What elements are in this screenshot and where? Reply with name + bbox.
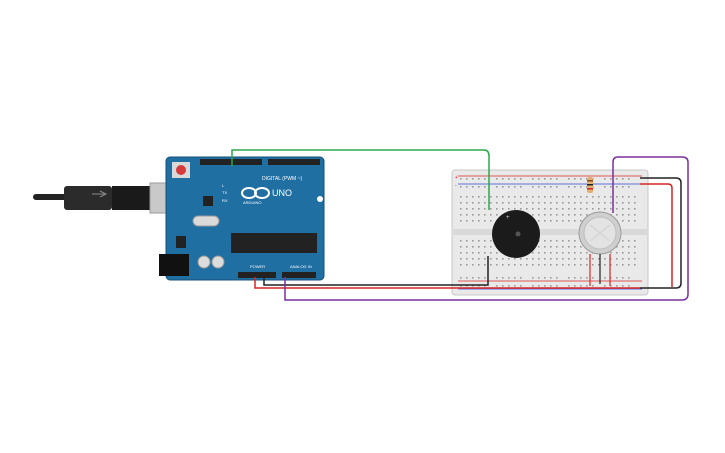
wire-red-arduino	[254, 277, 640, 289]
svg-text:+: +	[506, 215, 510, 221]
mounting-hole	[317, 196, 323, 202]
wire-black-arduino	[263, 256, 489, 286]
capacitor-2	[211, 255, 225, 269]
brand-label: ARDUINO	[243, 200, 261, 205]
capacitor-1	[197, 255, 211, 269]
usb-cable[interactable]	[33, 182, 187, 214]
resistor[interactable]	[587, 177, 593, 193]
atmega-chip	[231, 233, 317, 253]
power-label: POWER	[250, 264, 265, 269]
piezo-buzzer[interactable]: +	[492, 210, 540, 258]
analog-label: ANALOG IN	[290, 264, 312, 269]
breadboard[interactable]: + -	[451, 169, 649, 296]
small-chip	[203, 196, 213, 206]
arduino-uno[interactable]: DIGITAL (PWM ~) TX RX L ARDUINO UNO POWE…	[159, 156, 325, 281]
breadboard-holes	[460, 178, 636, 287]
crystal	[192, 215, 220, 227]
rail-plus-label: +	[455, 175, 458, 181]
power-jack[interactable]	[159, 254, 189, 276]
rx-label: RX	[222, 198, 228, 203]
gas-sensor[interactable]	[578, 211, 622, 255]
l-label: L	[222, 183, 225, 188]
arduino-logo: ARDUINO UNO	[241, 187, 292, 205]
digital-label: DIGITAL (PWM ~)	[262, 176, 302, 182]
wire-purple-arduino	[284, 156, 689, 301]
tx-label: TX	[222, 190, 227, 195]
wire-green	[231, 149, 490, 210]
rail-minus-label: -	[455, 183, 457, 189]
wire-black-right	[640, 177, 682, 289]
wire-red-right	[640, 183, 673, 287]
uno-label: UNO	[272, 188, 292, 198]
regulator	[176, 236, 186, 248]
wires	[231, 149, 689, 301]
